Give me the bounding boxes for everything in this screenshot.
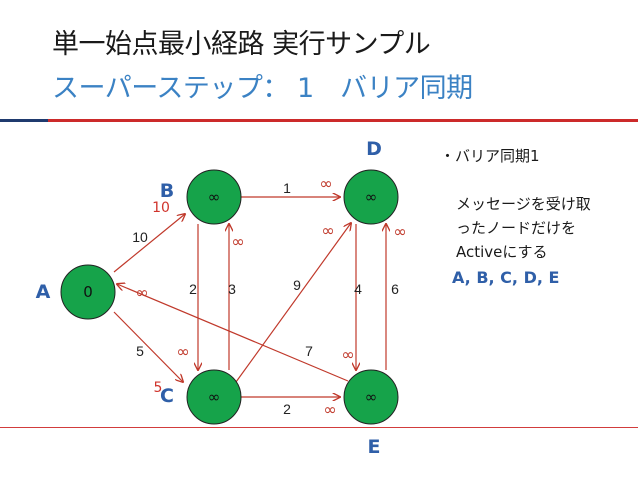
node-value: 0 xyxy=(83,283,93,301)
message-value: ∞ xyxy=(321,221,334,240)
message-value: 10 xyxy=(152,200,170,216)
edge-weight-label: 5 xyxy=(136,343,144,359)
message-value: 5 xyxy=(154,380,163,396)
edge-weight-label: 2 xyxy=(283,401,291,417)
edge-a-c xyxy=(113,311,183,382)
message-value: ∞ xyxy=(393,222,406,241)
message-value: ∞ xyxy=(341,345,354,364)
edge-weight-label: 10 xyxy=(132,229,148,245)
message-value: ∞ xyxy=(231,232,244,251)
edge-weight-label: 4 xyxy=(354,281,362,297)
node-label: B xyxy=(160,180,174,202)
node-value: ∞ xyxy=(365,388,378,406)
page-subtitle: スーパーステップ： 1 バリア同期 xyxy=(52,73,473,104)
node-label: A xyxy=(36,281,51,303)
node-c xyxy=(186,369,242,425)
node-label: E xyxy=(368,436,381,458)
edge-weight-label: 7 xyxy=(305,343,313,359)
message-value: ∞ xyxy=(176,342,189,361)
node-a xyxy=(60,264,116,320)
edge-weight-label: 6 xyxy=(391,281,399,297)
node-d xyxy=(343,169,399,225)
title-rule xyxy=(48,119,638,122)
edge-weight-label: 1 xyxy=(283,180,291,196)
message-value: ∞ xyxy=(135,283,148,302)
title-rule-left xyxy=(0,119,48,122)
edge-e-a xyxy=(117,284,349,382)
message-value: ∞ xyxy=(319,174,332,193)
page-title: 単一始点最小経路 実行サンプル xyxy=(52,29,431,60)
node-label: C xyxy=(160,385,174,407)
message-value: ∞ xyxy=(323,400,336,419)
edge-c-d xyxy=(235,223,351,383)
node-value: ∞ xyxy=(365,188,378,206)
node-label: D xyxy=(366,138,382,160)
edge-a-b xyxy=(113,214,185,273)
node-b xyxy=(186,169,242,225)
node-value: ∞ xyxy=(208,188,221,206)
bottom-rule xyxy=(0,427,638,428)
edge-weight-label: 3 xyxy=(228,281,236,297)
edge-weight-label: 9 xyxy=(293,277,301,293)
node-value: ∞ xyxy=(208,388,221,406)
edge-weight-label: 2 xyxy=(189,281,197,297)
node-e xyxy=(343,369,399,425)
